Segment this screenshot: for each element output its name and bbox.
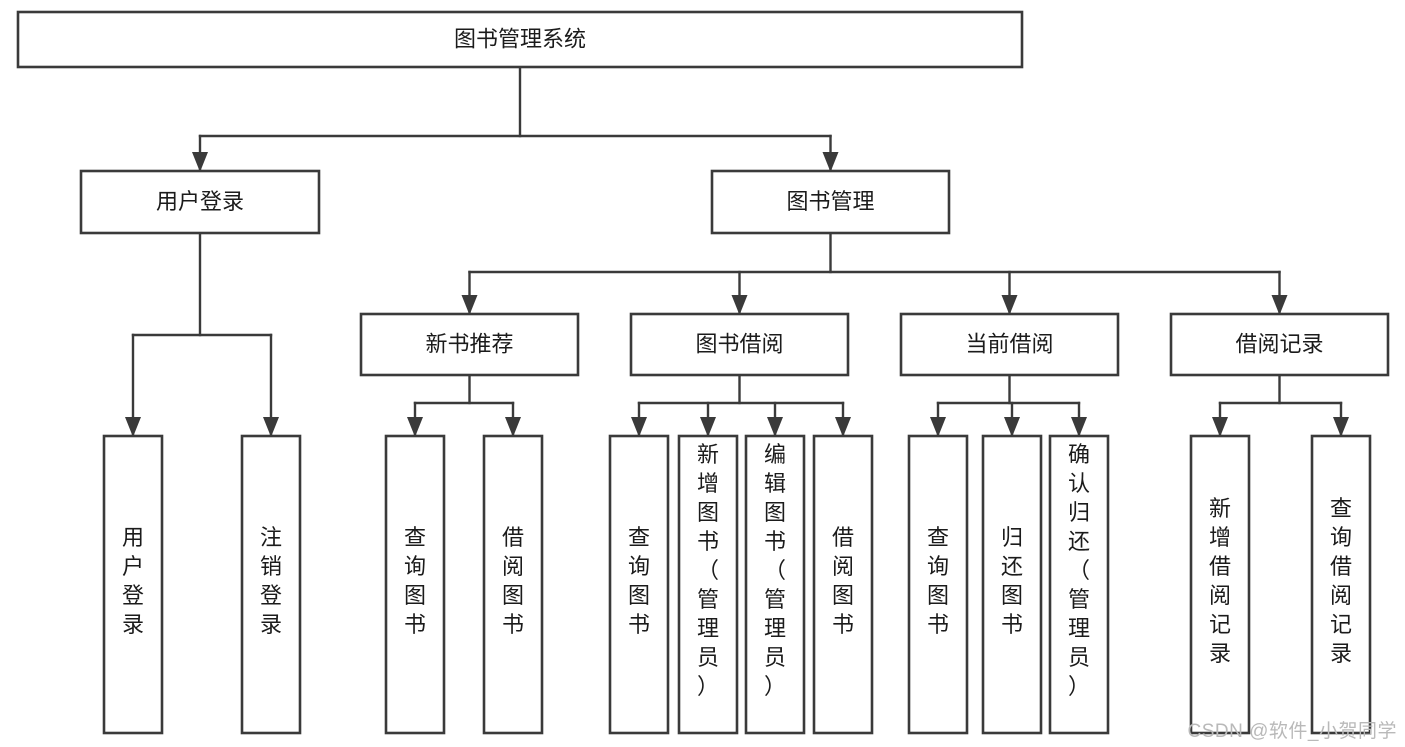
node-label: 确认归还（管理员） (1068, 442, 1090, 699)
node-user-login[interactable]: 用户登录 (79, 169, 321, 235)
node-leaf-query-book-borrow[interactable]: 查询图书 (608, 434, 670, 735)
node-box[interactable] (79, 169, 321, 235)
arrow-head-icon (1001, 295, 1018, 315)
arrow-head-icon (263, 417, 279, 437)
node-borrow-record[interactable]: 借阅记录 (1169, 312, 1390, 377)
node-label: 借阅图书 (502, 525, 524, 637)
node-leaf-edit-book[interactable]: 编辑图书（管理员） (744, 434, 806, 735)
node-leaf-confirm-return[interactable]: 确认归还（管理员） (1048, 434, 1110, 735)
arrow-head-icon (1271, 295, 1288, 315)
node-leaf-borrow-book-rec[interactable]: 借阅图书 (482, 434, 544, 735)
node-box[interactable] (1310, 434, 1372, 735)
node-box[interactable] (482, 434, 544, 735)
node-leaf-add-record[interactable]: 新增借阅记录 (1189, 434, 1251, 735)
node-label: 借阅图书 (832, 525, 854, 637)
node-label: 查询图书 (404, 525, 426, 637)
arrow-head-icon (1212, 417, 1228, 437)
node-box[interactable] (102, 434, 164, 735)
arrow-head-icon (822, 152, 839, 172)
node-box[interactable] (1169, 312, 1390, 377)
arrow-head-icon (1071, 417, 1087, 437)
node-layer: 图书管理系统用户登录图书管理新书推荐图书借阅当前借阅借阅记录用户登录注销登录查询… (16, 10, 1390, 735)
node-label: 用户登录 (156, 189, 244, 214)
edge-layer (125, 65, 1349, 437)
node-new-book-rec[interactable]: 新书推荐 (359, 312, 580, 377)
arrow-head-icon (631, 417, 647, 437)
node-label: 当前借阅 (965, 331, 1053, 356)
node-label: 图书管理 (786, 189, 874, 214)
node-label: 借阅记录 (1235, 331, 1323, 356)
node-leaf-user-logout[interactable]: 注销登录 (240, 434, 302, 735)
node-book-manage[interactable]: 图书管理 (710, 169, 951, 235)
node-leaf-query-book-rec[interactable]: 查询图书 (384, 434, 446, 735)
node-label: 注销登录 (260, 525, 282, 637)
node-box[interactable] (629, 312, 850, 377)
node-label: 新增图书（管理员） (697, 442, 719, 699)
node-box[interactable] (240, 434, 302, 735)
node-leaf-borrow-book[interactable]: 借阅图书 (812, 434, 874, 735)
node-leaf-query-record[interactable]: 查询借阅记录 (1310, 434, 1372, 735)
node-label: 新增借阅记录 (1209, 496, 1231, 666)
node-box[interactable] (907, 434, 969, 735)
arrow-head-icon (461, 295, 478, 315)
node-box[interactable] (608, 434, 670, 735)
arrow-head-icon (767, 417, 783, 437)
arrow-head-icon (505, 417, 521, 437)
node-label: 新书推荐 (425, 331, 513, 356)
node-box[interactable] (812, 434, 874, 735)
node-box[interactable] (1048, 434, 1110, 735)
arrow-head-icon (192, 152, 208, 172)
node-label: 用户登录 (122, 525, 144, 637)
arrow-head-icon (700, 417, 716, 437)
node-label: 查询图书 (628, 525, 650, 637)
node-label: 图书管理系统 (454, 26, 586, 51)
node-leaf-query-book-cur[interactable]: 查询图书 (907, 434, 969, 735)
node-label: 图书借阅 (695, 331, 783, 356)
node-current-borrow[interactable]: 当前借阅 (899, 312, 1120, 377)
node-leaf-add-book[interactable]: 新增图书（管理员） (677, 434, 739, 735)
node-box[interactable] (744, 434, 806, 735)
node-box[interactable] (677, 434, 739, 735)
node-box[interactable] (710, 169, 951, 235)
node-box[interactable] (16, 10, 1024, 69)
node-box[interactable] (899, 312, 1120, 377)
arrow-head-icon (1333, 417, 1349, 437)
node-root[interactable]: 图书管理系统 (16, 10, 1024, 69)
node-label: 归还图书 (1001, 525, 1023, 637)
node-label: 查询图书 (927, 525, 949, 637)
node-box[interactable] (384, 434, 446, 735)
arrow-head-icon (1004, 417, 1020, 437)
node-label: 编辑图书（管理员） (764, 442, 786, 699)
arrow-head-icon (731, 295, 748, 315)
node-box[interactable] (981, 434, 1043, 735)
arrow-head-icon (125, 417, 141, 437)
arrow-head-icon (407, 417, 423, 437)
node-leaf-return-book[interactable]: 归还图书 (981, 434, 1043, 735)
node-book-borrow[interactable]: 图书借阅 (629, 312, 850, 377)
node-box[interactable] (1189, 434, 1251, 735)
node-label: 查询借阅记录 (1330, 496, 1352, 666)
node-box[interactable] (359, 312, 580, 377)
arrow-head-icon (930, 417, 946, 437)
node-leaf-user-login[interactable]: 用户登录 (102, 434, 164, 735)
arrow-head-icon (835, 417, 851, 437)
